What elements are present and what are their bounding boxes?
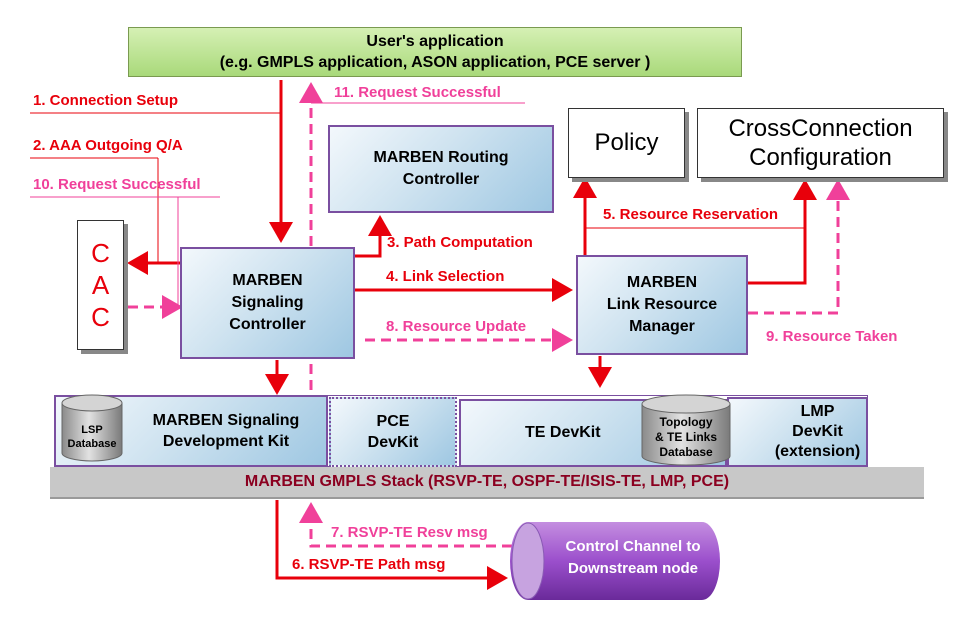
- arrow-rsvp-path: [275, 500, 508, 590]
- step-5-label: 5. Resource Reservation: [603, 206, 779, 223]
- topology-database-line1: Topology: [659, 415, 713, 429]
- topology-database-cylinder: Topology & TE Links Database: [640, 393, 732, 467]
- arrow-to-crossconnection: [748, 179, 817, 285]
- control-channel-cylinder: Control Channel to Downstream node: [508, 520, 722, 602]
- step-8-label: 8. Resource Update: [386, 318, 527, 335]
- lmp-devkit-line3: (extension): [774, 443, 861, 460]
- signaling-controller-line1: MARBEN: [232, 272, 303, 289]
- crossconnection-line1: CrossConnection: [728, 115, 913, 142]
- lmp-devkit-line1: LMP: [800, 403, 835, 420]
- cac-box: C A C: [77, 220, 124, 350]
- link-resource-manager-line1: MARBEN: [626, 274, 698, 291]
- cac-letter-3: C: [91, 302, 110, 332]
- control-channel-icon: [510, 522, 720, 600]
- routing-controller-line1: MARBEN Routing: [373, 149, 509, 166]
- signaling-devkit-line1: MARBEN Signaling: [152, 412, 300, 429]
- pce-devkit-line2: DevKit: [367, 434, 419, 451]
- gmpls-stack-bar: MARBEN GMPLS Stack (RSVP-TE, OSPF-TE/ISI…: [50, 467, 924, 499]
- lsp-database-line2: Database: [67, 438, 117, 450]
- policy-label: Policy: [594, 129, 659, 156]
- step-3-label: 3. Path Computation: [387, 234, 533, 251]
- step-4-label: 4. Link Selection: [386, 268, 505, 285]
- topology-database-line2: & TE Links: [654, 430, 717, 444]
- crossconnection-line2: Configuration: [749, 144, 892, 171]
- control-channel-line1: Control Channel to: [565, 538, 701, 555]
- arrow-resource-taken: [748, 179, 850, 315]
- signaling-controller-line2: Signaling: [231, 294, 304, 311]
- lmp-devkit-box: LMP DevKit (extension): [727, 397, 868, 467]
- policy-box: Policy: [568, 108, 685, 178]
- arrow-rsvp-resv: [299, 502, 512, 548]
- pce-devkit-box: PCE DevKit: [329, 397, 457, 467]
- te-devkit-label: TE DevKit: [525, 424, 601, 441]
- step-2-label: 2. AAA Outgoing Q/A: [33, 137, 183, 154]
- lsp-database-icon: [61, 394, 123, 462]
- step-7-label: 7. RSVP-TE Resv msg: [331, 524, 488, 541]
- user-application-box: User's application (e.g. GMPLS applicati…: [128, 27, 742, 77]
- cac-letter-2: A: [91, 270, 110, 300]
- control-channel-line2: Downstream node: [567, 560, 699, 577]
- link-resource-manager-line3: Manager: [629, 318, 695, 335]
- user-application-subtitle: (e.g. GMPLS application, ASON applicatio…: [219, 54, 651, 71]
- user-application-title: User's application: [366, 33, 504, 50]
- signaling-devkit-line2: Development Kit: [162, 433, 290, 450]
- lsp-database-line1: LSP: [81, 424, 103, 436]
- routing-controller-box: MARBEN Routing Controller: [328, 125, 554, 213]
- step-9-label: 9. Resource Taken: [766, 328, 898, 345]
- lsp-database-cylinder: LSP Database: [60, 393, 124, 463]
- arrow-path-computation: [355, 215, 392, 258]
- crossconnection-box: CrossConnection Configuration: [697, 108, 944, 178]
- signaling-controller-box: MARBEN Signaling Controller: [180, 247, 355, 359]
- pce-devkit-line1: PCE: [376, 413, 410, 430]
- step-1-label: 1. Connection Setup: [33, 92, 179, 109]
- step-10-label: 10. Request Successful: [33, 176, 201, 193]
- routing-controller-line2: Controller: [402, 171, 480, 188]
- topology-database-icon: [641, 394, 731, 466]
- cac-letter-1: C: [91, 238, 110, 268]
- signaling-controller-line3: Controller: [229, 316, 306, 333]
- topology-database-line3: Database: [659, 445, 713, 459]
- step-11-label: 11. Request Successful: [334, 84, 501, 101]
- lmp-devkit-line2: DevKit: [792, 423, 843, 440]
- link-resource-manager-line2: Link Resource: [606, 296, 718, 313]
- gmpls-stack-label: MARBEN GMPLS Stack (RSVP-TE, OSPF-TE/ISI…: [244, 473, 730, 490]
- link-resource-manager-box: MARBEN Link Resource Manager: [576, 255, 748, 355]
- step-6-label: 6. RSVP-TE Path msg: [292, 556, 446, 573]
